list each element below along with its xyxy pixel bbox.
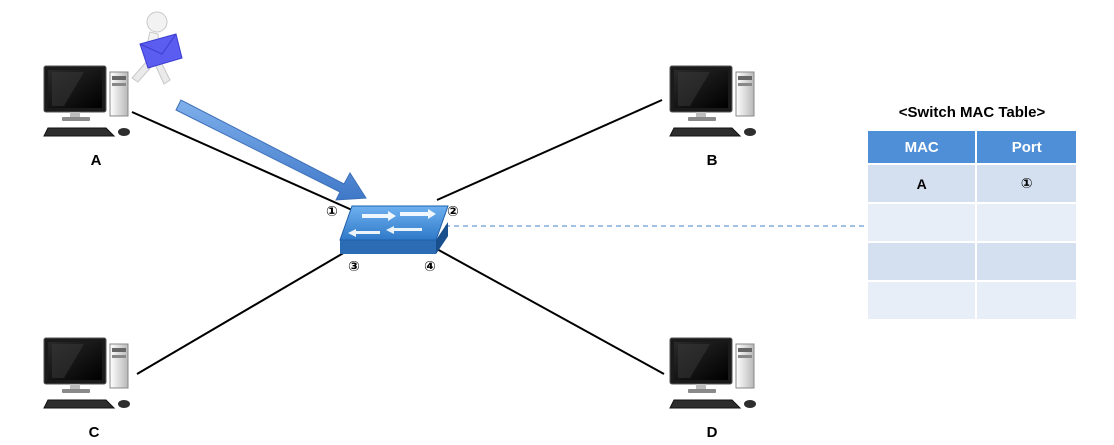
cable-b	[436, 99, 663, 201]
computer-b-icon	[669, 65, 757, 137]
port-cell	[975, 204, 1076, 243]
node-label-a: A	[90, 152, 102, 169]
port-cell	[975, 282, 1076, 321]
mac-cell	[868, 282, 976, 321]
table-row	[868, 204, 1076, 243]
node-label-d: D	[706, 424, 718, 441]
frame-arrow-icon	[175, 99, 367, 201]
table-row	[868, 282, 1076, 321]
table-row: A ①	[868, 165, 1076, 204]
port-label-3: ③	[348, 258, 360, 274]
computer-a-icon	[43, 65, 131, 137]
port-label-4: ④	[424, 258, 436, 274]
mac-column-header: MAC	[868, 131, 976, 165]
mac-table-title: <Switch MAC Table>	[898, 104, 1046, 121]
switch-icon	[339, 205, 449, 254]
table-row	[868, 243, 1076, 282]
port-label-1: ①	[326, 203, 338, 219]
mac-table-header-row: MAC Port	[868, 131, 1076, 165]
computer-d-icon	[669, 337, 757, 409]
mac-table: MAC Port A ①	[868, 131, 1076, 321]
mac-cell	[868, 204, 976, 243]
mac-table-panel: <Switch MAC Table> MAC Port A ①	[868, 104, 1076, 321]
port-column-header: Port	[975, 131, 1076, 165]
port-cell	[975, 243, 1076, 282]
cable-d	[434, 247, 665, 375]
mac-cell	[868, 243, 976, 282]
node-label-c: C	[88, 424, 100, 441]
mac-cell: A	[868, 165, 976, 204]
person-carrying-frame-icon	[131, 11, 183, 85]
cable-a	[131, 111, 353, 211]
port-cell: ①	[975, 165, 1076, 204]
node-label-b: B	[706, 152, 718, 169]
cable-c	[136, 247, 353, 375]
port-label-2: ②	[447, 203, 459, 219]
computer-c-icon	[43, 337, 131, 409]
